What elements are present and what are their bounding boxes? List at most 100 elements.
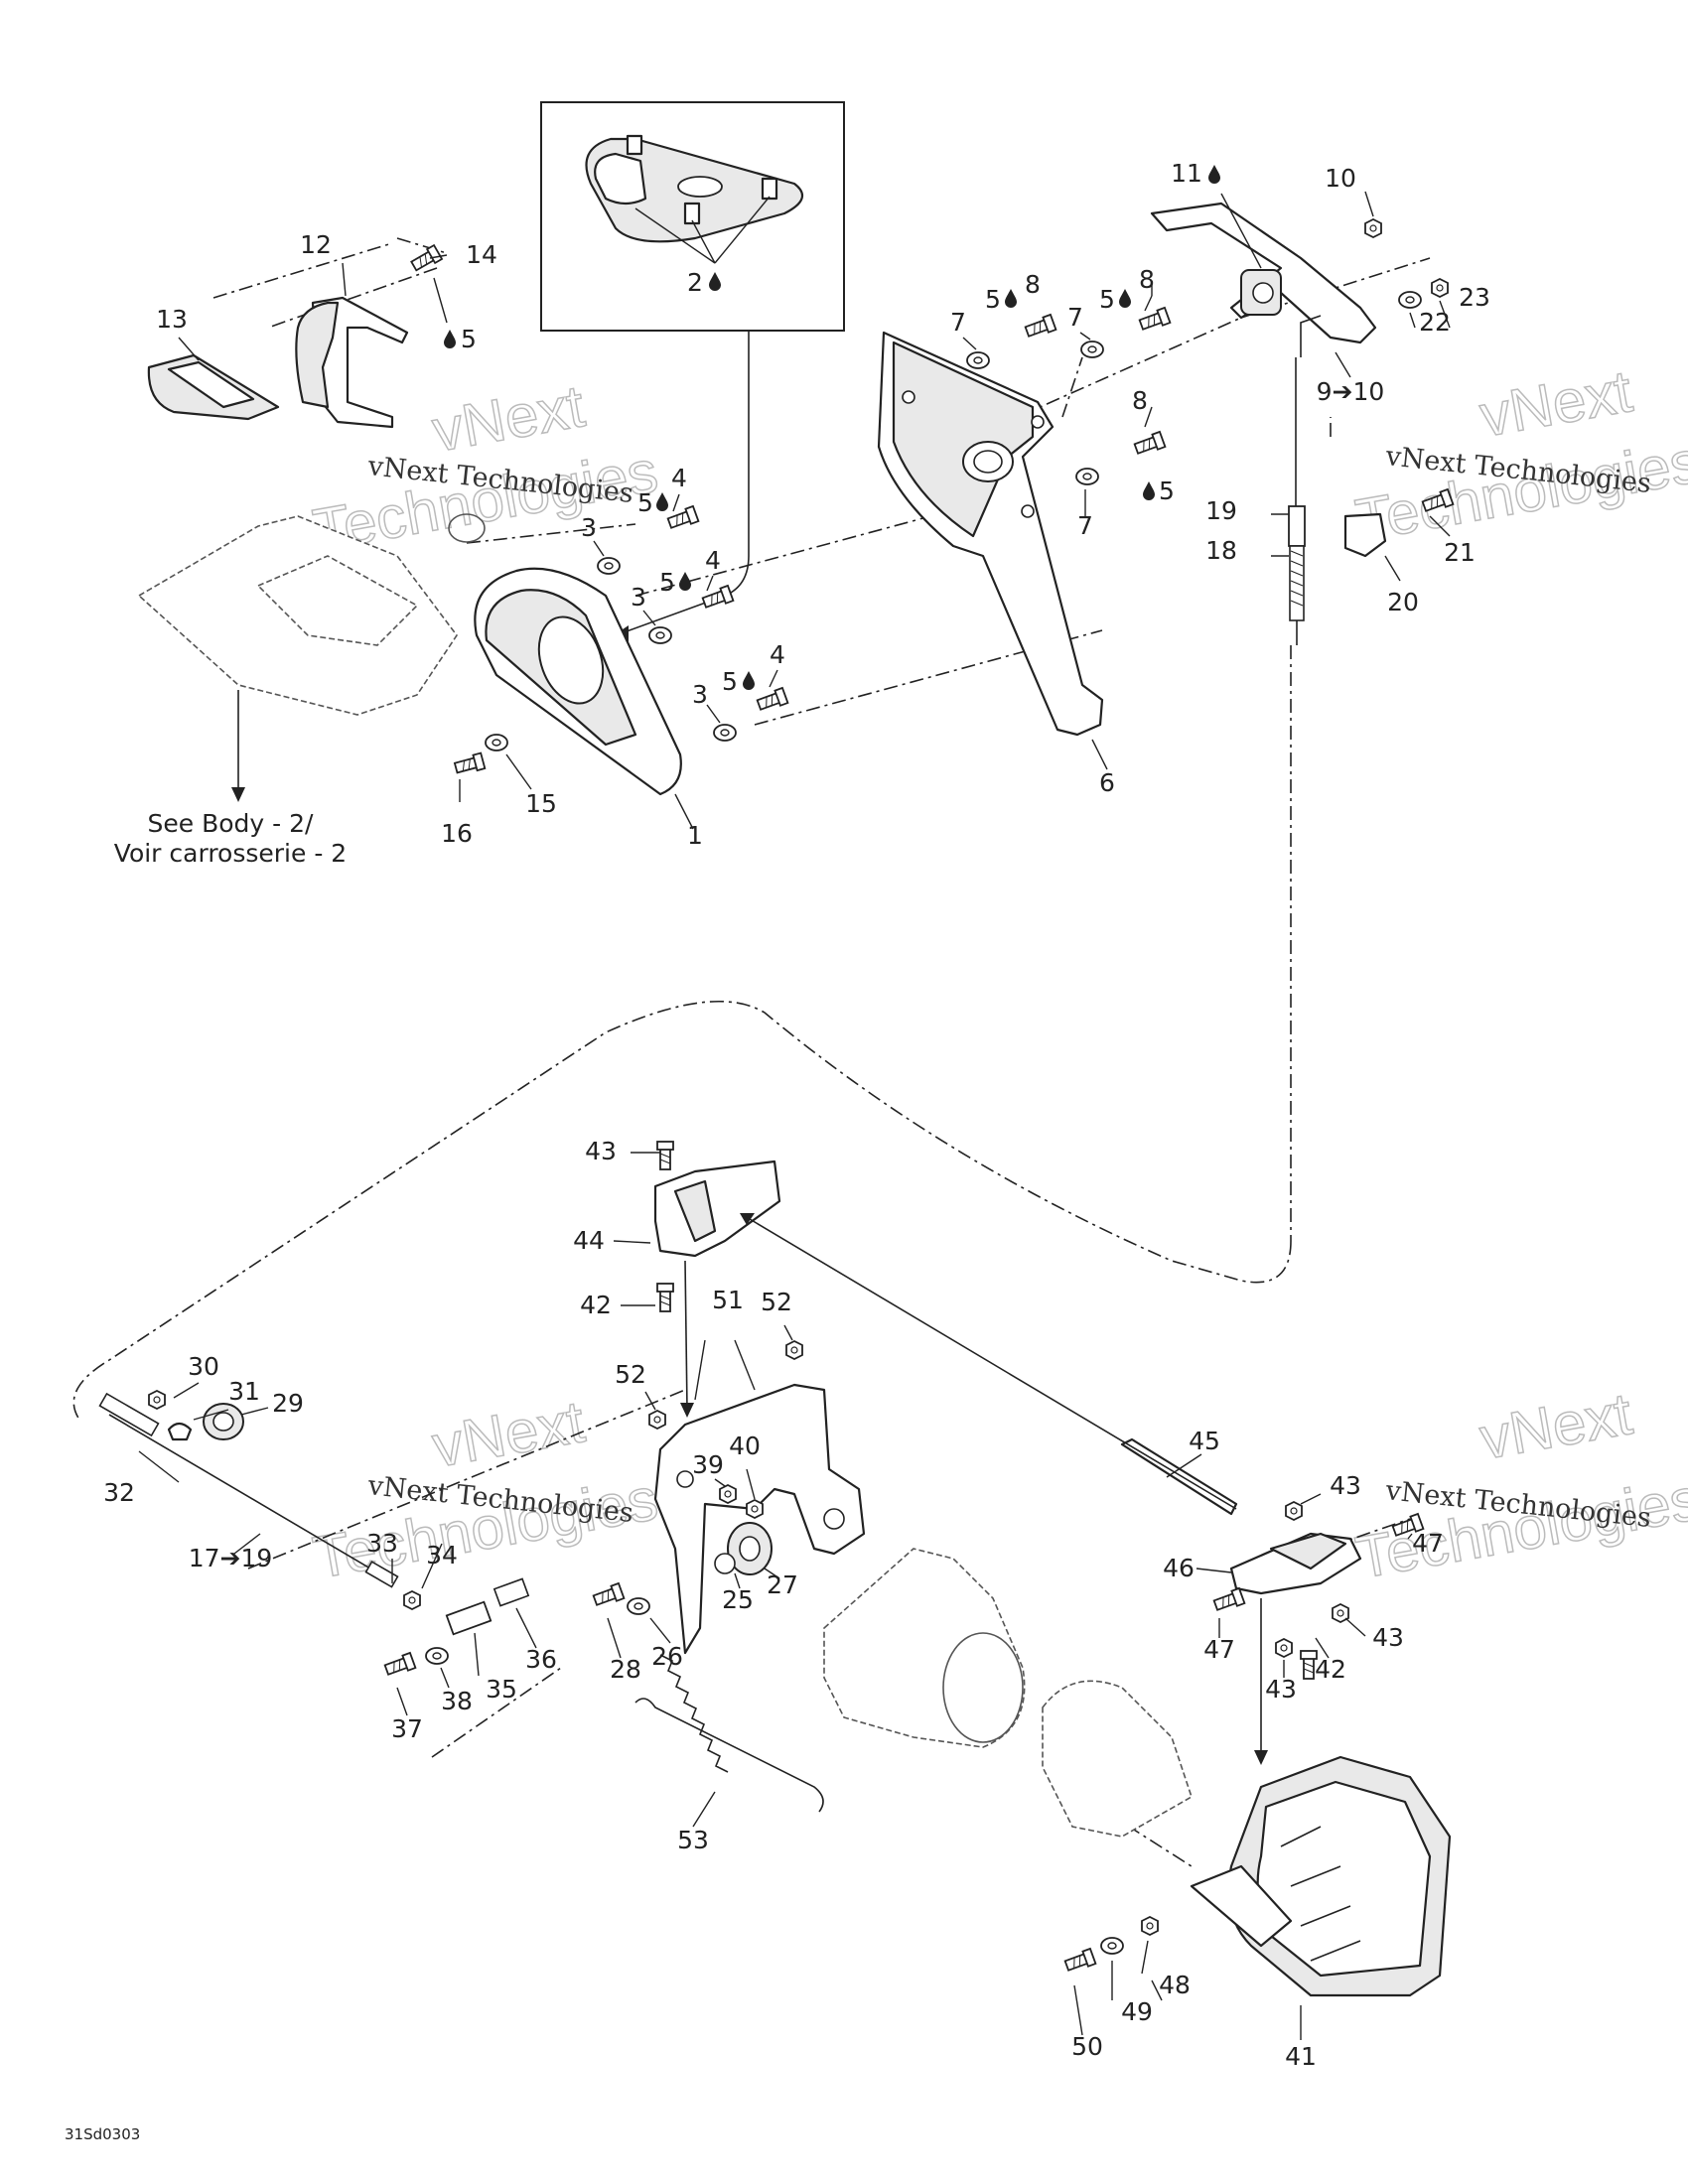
part-20-clip [1343, 512, 1387, 558]
callout-43a: 43 [585, 1137, 617, 1165]
callout-7c: 7 [1077, 511, 1093, 540]
callout-7b: 7 [1067, 303, 1083, 332]
callout-19: 19 [1205, 496, 1237, 525]
part-1-cover [474, 567, 682, 796]
callout-10: 10 [1325, 164, 1356, 193]
assembly-lines [72, 237, 1431, 1867]
callout-3b: 3 [631, 583, 646, 612]
part-32-cable [98, 1392, 399, 1588]
callout-7a: 7 [950, 308, 966, 337]
callout-21: 21 [1444, 538, 1476, 567]
callout-11: 11 [1171, 159, 1202, 188]
part-53-spring [634, 1654, 824, 1813]
jet-pump-ghost [823, 1548, 1193, 1838]
callout-32: 32 [103, 1478, 135, 1507]
callout-48: 48 [1159, 1971, 1191, 1999]
callout-23: 23 [1459, 283, 1490, 312]
body-ghost [137, 513, 486, 802]
watermark-outline-1: vNext [428, 372, 590, 465]
callout-3a: 3 [581, 513, 597, 542]
figure-code: 31Sd0303 [65, 2125, 140, 2143]
callout-3c: 3 [692, 680, 708, 709]
callout-49: 49 [1121, 1997, 1153, 2026]
callout-9-10: 9➔10 [1317, 377, 1385, 406]
callout-labels: 2 1 3 3 3 4 4 4 5 5 5 5 5 5 5 6 7 7 7 8 … [103, 159, 1490, 2071]
callout-46: 46 [1163, 1554, 1195, 1582]
callout-29: 29 [272, 1389, 304, 1418]
callout-28: 28 [610, 1655, 641, 1684]
callout-30: 30 [188, 1352, 219, 1381]
callout-38: 38 [441, 1687, 473, 1715]
part-18-19-rod [1288, 357, 1306, 645]
inset-box [540, 101, 845, 643]
callout-31: 31 [228, 1377, 260, 1406]
callout-5g: 5 [461, 325, 477, 353]
callout-5c: 5 [722, 667, 738, 696]
lower-hardware [382, 1141, 1425, 1975]
part-12-bracket [295, 296, 409, 429]
callout-5d: 5 [985, 285, 1001, 314]
callout-53: 53 [677, 1826, 709, 1854]
callout-5e: 5 [1099, 285, 1115, 314]
callout-47b: 47 [1412, 1529, 1444, 1558]
part-6-plate [877, 331, 1104, 737]
watermark-outline-3: vNext [1476, 357, 1637, 450]
callout-2: 2 [687, 268, 703, 297]
callout-25: 25 [722, 1585, 754, 1614]
callout-52a: 52 [615, 1360, 646, 1389]
callout-44: 44 [573, 1226, 605, 1255]
callout-22: 22 [1419, 308, 1451, 337]
part-11-lever [1150, 202, 1377, 357]
callout-40: 40 [729, 1432, 761, 1460]
callout-41: 41 [1285, 2042, 1317, 2071]
part-41-nozzle [1190, 1755, 1452, 1997]
callout-1: 1 [687, 821, 703, 850]
callout-5b: 5 [659, 568, 675, 597]
callout-47a: 47 [1203, 1635, 1235, 1664]
callout-13: 13 [156, 305, 188, 334]
part-44-bracket [653, 1160, 781, 1418]
callout-18: 18 [1205, 536, 1237, 565]
watermark-outline-5: vNext [428, 1388, 590, 1480]
callout-8a: 8 [1025, 270, 1041, 299]
part-13-footpad [147, 353, 280, 421]
note-line-1: See Body - 2/ [148, 809, 315, 838]
callout-5f: 5 [1159, 477, 1175, 505]
callout-43d: 43 [1265, 1675, 1297, 1704]
callout-37: 37 [391, 1714, 423, 1743]
callout-45: 45 [1189, 1427, 1220, 1455]
callout-52b: 52 [761, 1288, 792, 1316]
callout-17-19: 17➔19 [189, 1544, 273, 1572]
callout-51: 51 [712, 1286, 744, 1314]
callout-8b: 8 [1139, 265, 1155, 294]
callout-36: 36 [525, 1645, 557, 1674]
callout-8c: 8 [1132, 386, 1148, 415]
part-52-39-40-bracket [653, 1383, 866, 1655]
callout-50: 50 [1071, 2032, 1103, 2061]
callout-5a: 5 [637, 488, 653, 517]
callout-33: 33 [366, 1529, 398, 1558]
part-46-mount [1229, 1532, 1362, 1765]
note-line-2: Voir carrosserie - 2 [114, 839, 347, 868]
callout-42b: 42 [1315, 1655, 1346, 1684]
callout-43c: 43 [1372, 1623, 1404, 1652]
watermark-outline-7: vNext [1476, 1380, 1637, 1472]
callout-26: 26 [651, 1642, 683, 1671]
callout-12: 12 [300, 230, 332, 259]
callout-4b: 4 [705, 546, 721, 575]
callout-4c: 4 [770, 640, 785, 669]
callout-42a: 42 [580, 1291, 612, 1319]
part-45-link [740, 1213, 1238, 1516]
callout-16: 16 [441, 819, 473, 848]
parts-29-31 [148, 1390, 244, 1441]
leader-lines [138, 191, 1451, 2040]
callout-35: 35 [486, 1675, 517, 1704]
callout-14: 14 [466, 240, 497, 269]
callout-4a: 4 [671, 464, 687, 492]
callout-27: 27 [767, 1570, 798, 1599]
callout-20: 20 [1387, 588, 1419, 616]
callout-6: 6 [1099, 768, 1115, 797]
part-27-pulley [714, 1522, 773, 1575]
callout-15: 15 [525, 789, 557, 818]
